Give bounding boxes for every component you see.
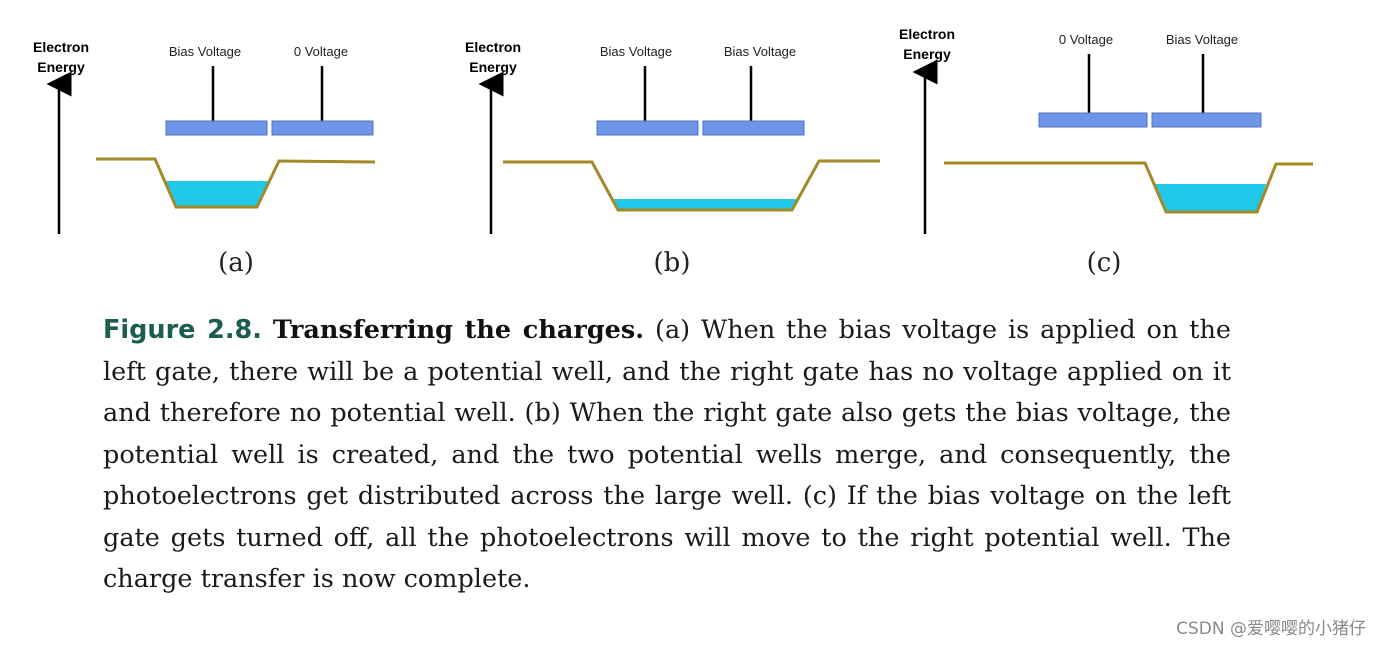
caption-text: (a) When the bias voltage is applied on …	[103, 315, 1231, 594]
caption-title: Transferring the charges.	[272, 315, 645, 345]
gate-c-right	[1151, 112, 1262, 128]
gate-label-a-right: 0 Voltage	[293, 44, 349, 59]
figure-caption: Figure 2.8. Transferring the charges. (a…	[103, 310, 1231, 601]
charge-c	[1153, 184, 1266, 212]
sublabel-a: (a)	[218, 248, 254, 278]
figure-diagram	[46, 54, 1313, 234]
charge-a	[166, 181, 268, 207]
watermark: CSDN @爱嘤嘤的小猪仔	[1176, 619, 1366, 639]
panel-b	[478, 66, 880, 234]
sublabel-c: (c)	[1086, 248, 1122, 278]
gate-a-right	[271, 120, 374, 136]
axis-label-a: Electron Energy	[32, 39, 89, 75]
panel-c	[912, 54, 1313, 234]
potential-well-b	[503, 159, 880, 212]
figure-2-8: Electron Energy Bias Voltage 0 Voltage (…	[0, 0, 1382, 300]
axis-label-c: Electron Energy	[898, 26, 955, 62]
gate-c-left	[1038, 112, 1148, 128]
gate-label-c-right: Bias Voltage	[1165, 32, 1239, 47]
gate-label-b-left: Bias Voltage	[599, 44, 673, 59]
sublabel-b: (b)	[653, 248, 691, 278]
potential-well-c	[944, 161, 1313, 214]
gate-a-left	[165, 120, 268, 136]
axis-label-b: Electron Energy	[464, 39, 521, 75]
potential-well-a	[96, 157, 376, 209]
gate-label-a-left: Bias Voltage	[168, 44, 242, 59]
gate-b-left	[596, 120, 699, 136]
gate-label-c-left: 0 Voltage	[1058, 32, 1114, 47]
charge-b	[612, 199, 797, 210]
gate-label-b-right: Bias Voltage	[723, 44, 797, 59]
caption-figure-label: Figure 2.8.	[103, 315, 262, 345]
panel-a	[46, 66, 376, 234]
gate-b-right	[702, 120, 805, 136]
